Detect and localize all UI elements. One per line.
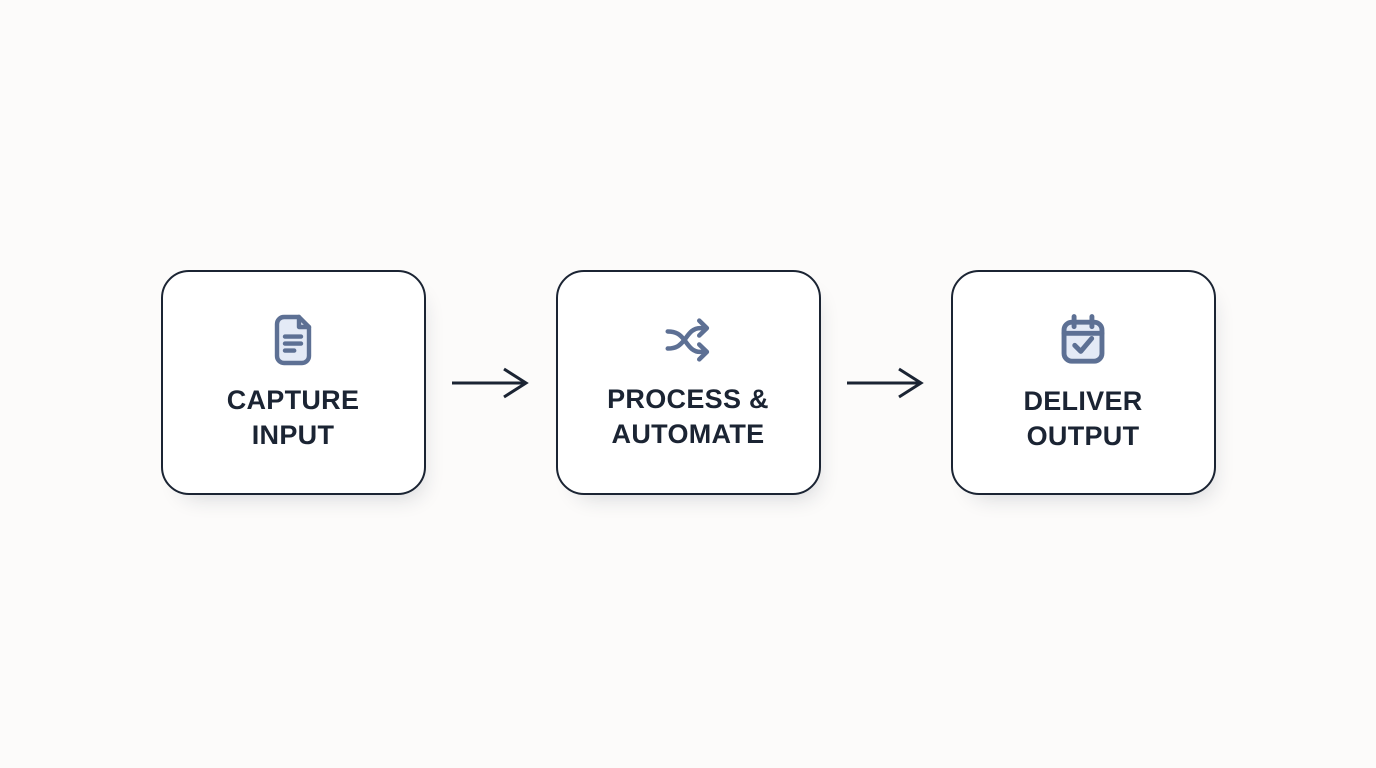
step-label-line: PROCESS & xyxy=(607,383,769,414)
document-icon xyxy=(269,312,317,368)
step-process-automate: PROCESS & AUTOMATE xyxy=(555,270,821,495)
step-label-line: DELIVER xyxy=(1023,385,1143,416)
calendar-check-icon xyxy=(1056,311,1110,369)
step-label-line: AUTOMATE xyxy=(611,419,765,449)
step-label: CAPTURE INPUT xyxy=(227,383,360,453)
process-flow: CAPTURE INPUT PROCESS & xyxy=(0,270,1376,495)
shuffle-icon xyxy=(658,313,718,367)
step-label-line: OUTPUT xyxy=(1026,421,1140,451)
step-capture-input: CAPTURE INPUT xyxy=(160,270,426,495)
flow-connector xyxy=(426,366,556,400)
right-arrow-icon xyxy=(846,367,924,398)
right-arrow-icon xyxy=(451,367,529,398)
step-label-line: CAPTURE xyxy=(226,384,360,415)
step-deliver-output: DELIVER OUTPUT xyxy=(950,270,1216,495)
step-label: PROCESS & AUTOMATE xyxy=(607,382,769,452)
step-label-line: INPUT xyxy=(251,420,335,450)
step-label: DELIVER OUTPUT xyxy=(1023,384,1142,454)
flow-connector xyxy=(821,366,951,400)
